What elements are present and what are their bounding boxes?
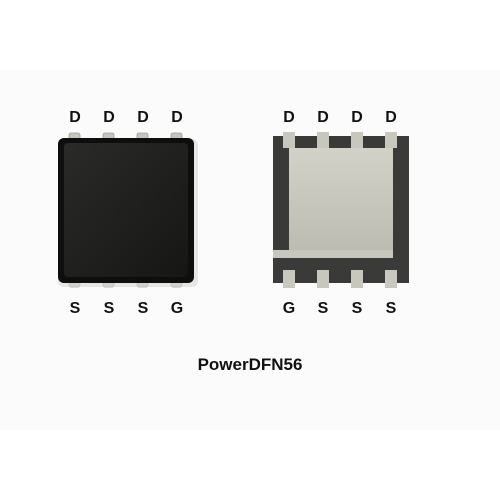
exposed-pad bbox=[289, 148, 393, 250]
lead-finger bbox=[317, 270, 329, 283]
lead-finger bbox=[317, 136, 329, 148]
pin-label: D bbox=[317, 109, 329, 126]
pin-label: G bbox=[282, 300, 296, 317]
lead-finger bbox=[385, 270, 397, 283]
pin-label: S bbox=[351, 300, 363, 317]
pin-label: S bbox=[137, 300, 149, 317]
pad-strip bbox=[273, 250, 393, 258]
pin-label: S bbox=[103, 300, 115, 317]
pin-label: D bbox=[137, 109, 149, 126]
lead-finger bbox=[351, 270, 363, 283]
lead-finger bbox=[283, 270, 295, 283]
pin-label: G bbox=[170, 300, 184, 317]
pin-label: D bbox=[385, 109, 397, 126]
pin-label: D bbox=[351, 109, 363, 126]
lead-finger bbox=[385, 136, 397, 148]
pin-label: D bbox=[103, 109, 115, 126]
pin-label: S bbox=[317, 300, 329, 317]
pin-label: D bbox=[171, 109, 183, 126]
pin-label: S bbox=[69, 300, 81, 317]
pin-label: D bbox=[283, 109, 295, 126]
package-name: PowerDFN56 bbox=[197, 355, 303, 374]
lead-finger bbox=[351, 136, 363, 148]
top-view-package bbox=[58, 138, 198, 287]
package-top-face bbox=[64, 143, 188, 277]
bottom-view-package bbox=[273, 136, 409, 283]
pin-label: D bbox=[69, 109, 81, 126]
lead-finger bbox=[283, 136, 295, 148]
pin-label: S bbox=[385, 300, 397, 317]
